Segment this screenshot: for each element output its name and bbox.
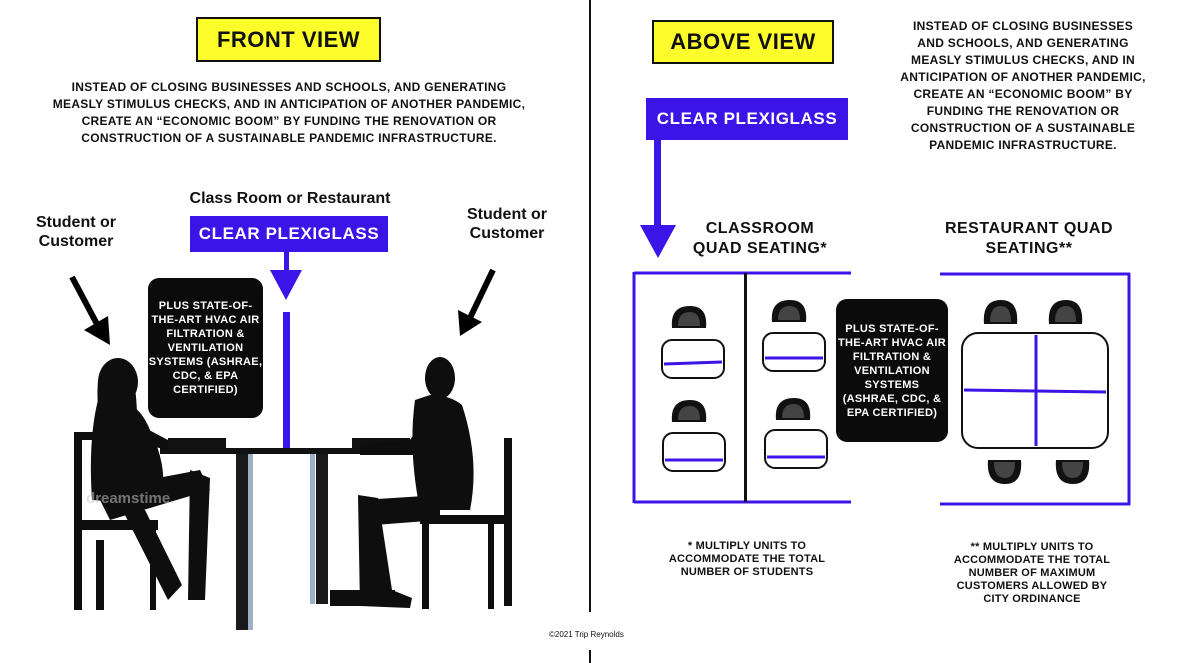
classroom-desk (662, 432, 726, 472)
classroom-chair-icon (671, 400, 707, 422)
classroom-desks (661, 300, 828, 472)
restaurant-note: ** MULTIPLY UNITS TO ACCOMMODATE THE TOT… (953, 541, 1111, 605)
left-person-silhouette-icon (74, 358, 210, 610)
classroom-desk (661, 339, 725, 379)
front-plexiglass-banner: CLEAR PLEXIGLASS (190, 216, 388, 252)
classroom-chair-icon (771, 300, 807, 322)
above-view-paragraph: INSTEAD OF CLOSING BUSINESSES AND SCHOOL… (900, 19, 1146, 152)
classroom-desk (762, 332, 826, 372)
right-person-silhouette-icon (330, 357, 512, 609)
above-plexiglass-arrow (640, 140, 676, 258)
center-divider (589, 0, 591, 612)
restaurant-frame (940, 272, 1131, 506)
front-view-title: FRONT VIEW (196, 17, 381, 62)
right-person-arrow-icon (458, 268, 496, 336)
front-hvac-box: PLUS STATE-OF-THE-ART HVAC AIR FILTRATIO… (148, 278, 263, 418)
left-person-label: Student or Customer (36, 214, 116, 250)
restaurant-quad-label: RESTAURANT QUAD SEATING** (944, 220, 1114, 257)
classroom-chair-icon (671, 306, 707, 328)
restaurant-seating (961, 300, 1109, 484)
classroom-frame (632, 271, 851, 504)
front-table (160, 438, 415, 630)
restaurant-chair-icon (1048, 300, 1083, 324)
restaurant-chair-icon (987, 460, 1022, 484)
above-view-title: ABOVE VIEW (652, 20, 834, 64)
classroom-desk (764, 429, 828, 469)
above-hvac-box: PLUS STATE-OF-THE-ART HVAC AIR FILTRATIO… (836, 299, 948, 442)
restaurant-chair-icon (983, 300, 1018, 324)
above-plexiglass-banner: CLEAR PLEXIGLASS (646, 98, 848, 140)
above-hvac-text: PLUS STATE-OF-THE-ART HVAC AIR FILTRATIO… (837, 322, 947, 419)
front-plexiglass-arrow (270, 252, 302, 300)
room-label: Class Room or Restaurant (189, 190, 391, 207)
classroom-quad-label: CLASSROOM QUAD SEATING* (692, 220, 828, 257)
right-person-label: Student or Customer (467, 206, 547, 242)
left-person-arrow-icon (69, 275, 110, 345)
front-hvac-text: PLUS STATE-OF-THE-ART HVAC AIR FILTRATIO… (148, 300, 263, 396)
front-view-paragraph: INSTEAD OF CLOSING BUSINESSES AND SCHOOL… (52, 80, 526, 145)
classroom-chair-icon (775, 398, 811, 420)
center-divider-tick (589, 650, 591, 663)
copyright: ©2021 Trip Reynolds (549, 630, 624, 639)
front-plexiglass-divider (283, 312, 290, 450)
watermark: dreamstime. (86, 490, 175, 507)
classroom-center-divider (744, 273, 747, 502)
classroom-note: * MULTIPLY UNITS TO ACCOMMODATE THE TOTA… (668, 540, 826, 578)
restaurant-chair-icon (1055, 460, 1090, 484)
